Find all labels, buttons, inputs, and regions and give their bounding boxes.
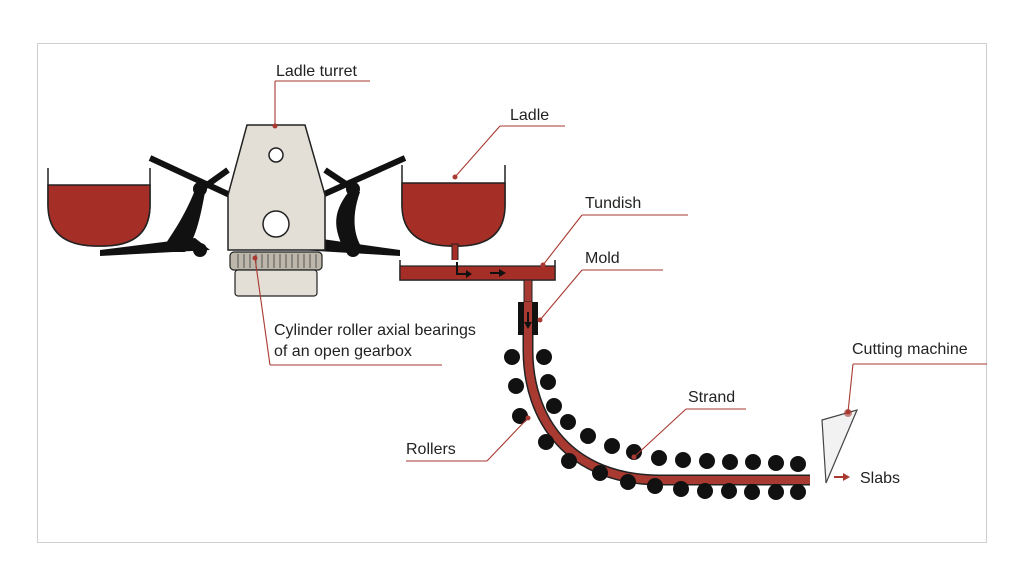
tundish [399, 260, 556, 303]
roller [540, 374, 556, 390]
right-ladle [401, 165, 506, 263]
mold [518, 302, 538, 335]
slabs-arrow-icon [843, 473, 850, 481]
roller [508, 378, 524, 394]
roller [745, 454, 761, 470]
roller [561, 453, 577, 469]
roller [626, 444, 642, 460]
roller [560, 414, 576, 430]
roller [651, 450, 667, 466]
roller [673, 481, 689, 497]
label-ladle-turret: Ladle turret [276, 63, 357, 80]
left-ladle [47, 168, 151, 247]
label-cutting-machine: Cutting machine [852, 341, 968, 358]
strand [522, 335, 810, 486]
label-mold: Mold [585, 250, 620, 267]
roller [504, 349, 520, 365]
roller [699, 453, 715, 469]
roller [620, 474, 636, 490]
roller [592, 465, 608, 481]
roller [790, 456, 806, 472]
roller [536, 349, 552, 365]
roller [697, 483, 713, 499]
roller [512, 408, 528, 424]
cutting-machine [821, 409, 859, 484]
leader-lines [252, 80, 987, 462]
label-tundish: Tundish [585, 195, 641, 212]
ladle-turret [227, 124, 326, 297]
roller [604, 438, 620, 454]
roller [790, 484, 806, 500]
label-ladle: Ladle [510, 107, 549, 124]
roller [647, 478, 663, 494]
roller [744, 484, 760, 500]
turret-arms [100, 155, 407, 257]
roller [546, 398, 562, 414]
roller [721, 483, 737, 499]
roller [538, 434, 554, 450]
label-bearings-line2: of an open gearbox [274, 343, 412, 360]
label-rollers: Rollers [406, 441, 456, 458]
roller [580, 428, 596, 444]
label-slabs: Slabs [860, 470, 900, 487]
rollers [504, 349, 806, 500]
label-strand: Strand [688, 389, 735, 406]
label-bearings-line1: Cylinder roller axial bearings [274, 322, 476, 339]
roller [768, 455, 784, 471]
roller [722, 454, 738, 470]
roller [675, 452, 691, 468]
roller [768, 484, 784, 500]
